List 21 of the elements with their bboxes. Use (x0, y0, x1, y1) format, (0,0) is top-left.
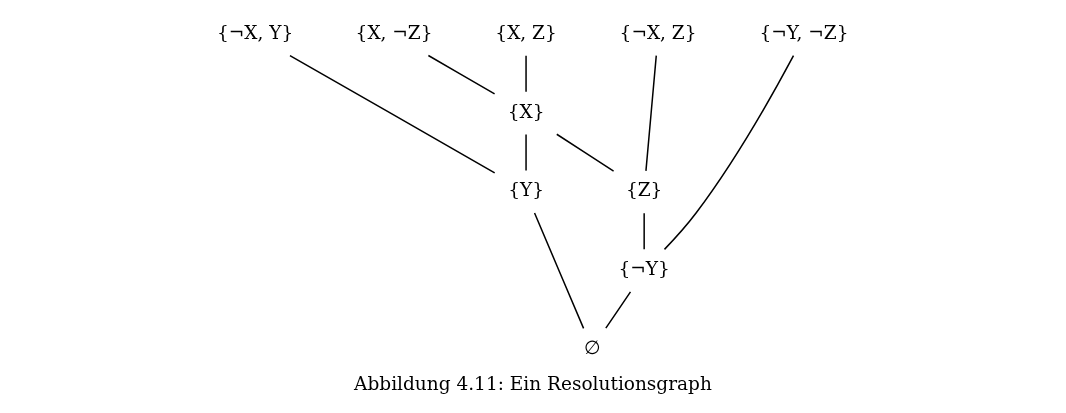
connector (556, 133, 615, 172)
node-text: {¬X, Z} (619, 21, 697, 43)
connector (289, 54, 496, 174)
node-text: {X, Z} (495, 21, 557, 43)
caption: Abbildung 4.11: Ein Resolutionsgraph (354, 372, 712, 394)
node-text: ∅ (583, 336, 601, 358)
node-text: {X} (507, 100, 545, 122)
node-text: {X, ¬Z} (355, 21, 433, 43)
connector (643, 211, 645, 250)
node-text: {¬Y, ¬Z} (759, 21, 849, 43)
connector (605, 290, 632, 329)
node-text: {¬Y} (618, 257, 670, 279)
node-text: {Z} (625, 178, 663, 200)
connector (645, 54, 658, 172)
connector (427, 54, 496, 95)
connector (663, 54, 795, 250)
node-text: {Y} (508, 178, 544, 200)
connector (525, 133, 527, 171)
node-text: {¬X, Y} (216, 21, 294, 43)
connector (533, 211, 585, 329)
connector (525, 54, 527, 93)
